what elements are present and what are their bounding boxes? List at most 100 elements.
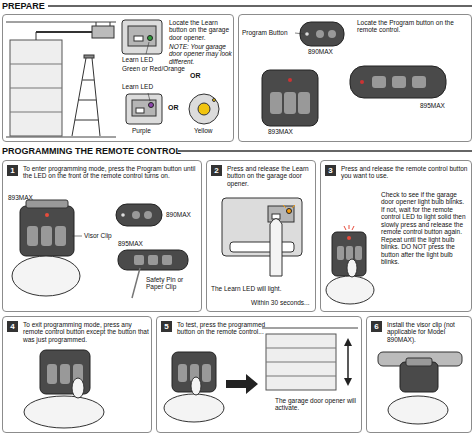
garage-ceiling xyxy=(262,328,358,329)
model-label: 890MAX xyxy=(308,48,333,55)
opener-housing xyxy=(122,20,162,54)
remote-895max xyxy=(118,250,188,270)
motion-arrow xyxy=(347,344,349,380)
remote-button xyxy=(392,76,406,88)
opener-housing xyxy=(126,94,162,124)
remote-button xyxy=(346,246,353,260)
arrow-head xyxy=(344,378,352,386)
part-label: Learn LED xyxy=(122,56,153,63)
learn-led xyxy=(287,209,292,214)
remote-895max xyxy=(350,66,446,98)
instruction-text: Press and release the remote control but… xyxy=(341,165,469,180)
visor-clip xyxy=(406,358,432,366)
step-number: 3 xyxy=(325,165,336,176)
leader-line xyxy=(148,93,150,101)
remote-button xyxy=(148,255,158,265)
section-heading: PROGRAMMING THE REMOTE CONTROL xyxy=(2,146,181,156)
remote-890max xyxy=(300,22,344,46)
opener-head xyxy=(92,26,114,38)
step-panel: 5 To test, press the programmed button on… xyxy=(156,316,362,433)
ladder-leg xyxy=(72,58,86,136)
model-label: 895MAX xyxy=(420,102,445,109)
garage-floor xyxy=(6,137,116,138)
door-panel xyxy=(266,362,336,363)
model-label: 893MAX xyxy=(268,128,293,135)
instruction-text: Within 30 seconds... xyxy=(251,299,313,306)
hand xyxy=(326,276,374,304)
garage-ceiling xyxy=(6,22,116,23)
remote-button xyxy=(337,246,344,260)
remote-button xyxy=(178,364,187,382)
instruction-text: The Learn LED will light. xyxy=(211,285,307,292)
instruction-text: Check to see if the garage door opener l… xyxy=(381,191,469,266)
step-number: 6 xyxy=(371,321,382,332)
opener-hanger xyxy=(110,22,111,26)
step-number: 2 xyxy=(211,165,222,176)
part-label: Learn LED xyxy=(122,83,153,90)
step-number: 4 xyxy=(7,321,18,332)
remote-button xyxy=(27,226,38,246)
led-ray xyxy=(292,205,295,208)
section-rule xyxy=(178,150,472,152)
remote-button xyxy=(60,364,70,384)
hand xyxy=(388,396,448,424)
finger xyxy=(270,219,282,277)
model-label: 893MAX xyxy=(8,194,33,201)
leader-line xyxy=(295,33,304,34)
led-ray xyxy=(352,226,354,230)
opener-housing xyxy=(189,94,219,124)
remote-button xyxy=(270,92,282,114)
leader-line xyxy=(146,42,149,54)
arrow-head xyxy=(344,338,352,346)
color-label: Green or Red/Orange xyxy=(122,65,186,72)
opener-hanger xyxy=(96,22,97,26)
or-label: OR xyxy=(190,72,201,80)
step-panel: 3 Press and release the remote control bu… xyxy=(320,160,472,312)
opener-panel xyxy=(268,206,294,222)
thumb xyxy=(191,377,201,395)
door-panel xyxy=(10,112,62,113)
ladder-rung xyxy=(82,80,94,81)
remote-893max xyxy=(262,70,318,126)
note-text: NOTE: Your garage door opener may look d… xyxy=(169,43,233,65)
thumb xyxy=(347,259,357,277)
door-panel xyxy=(10,64,62,65)
remote-button xyxy=(316,30,324,38)
garage-door xyxy=(10,40,62,136)
remote-led xyxy=(360,80,364,84)
door-arm xyxy=(36,32,37,40)
step-panel: 4To exit programming mode, press any rem… xyxy=(2,316,152,433)
remote-button xyxy=(412,76,426,88)
led-ray xyxy=(283,205,286,208)
step-number: 1 xyxy=(7,165,18,176)
opener-rail xyxy=(36,31,94,33)
remote-button xyxy=(355,246,362,260)
hand xyxy=(12,256,80,296)
part-label: Program Button xyxy=(242,29,288,36)
remote-893max xyxy=(20,206,74,256)
color-label: Yellow xyxy=(194,127,213,134)
remote-button xyxy=(162,255,172,265)
model-label: 895MAX xyxy=(118,240,143,247)
learn-led xyxy=(148,36,153,41)
remote-button xyxy=(132,211,140,219)
ladder-rung xyxy=(79,100,97,101)
safety-pin xyxy=(132,268,140,298)
opener-panel xyxy=(128,26,156,46)
instruction-text: To test, press the programmed button on … xyxy=(177,321,273,336)
remote-led xyxy=(288,78,292,82)
remote-button xyxy=(134,255,144,265)
remote-button xyxy=(144,211,152,219)
opener-housing xyxy=(222,198,302,256)
part-label: Visor Clip xyxy=(84,232,112,239)
visor-clip xyxy=(26,200,68,208)
instruction-text: Locate the Program button on the remote … xyxy=(357,19,469,34)
learn-button xyxy=(134,36,143,41)
part-label: Safety Pin or Paper Clip xyxy=(146,276,200,291)
step-number: 5 xyxy=(161,321,172,332)
remote-led xyxy=(347,236,351,240)
remote-led xyxy=(45,213,49,217)
thumb xyxy=(72,378,84,398)
remote xyxy=(332,232,366,276)
